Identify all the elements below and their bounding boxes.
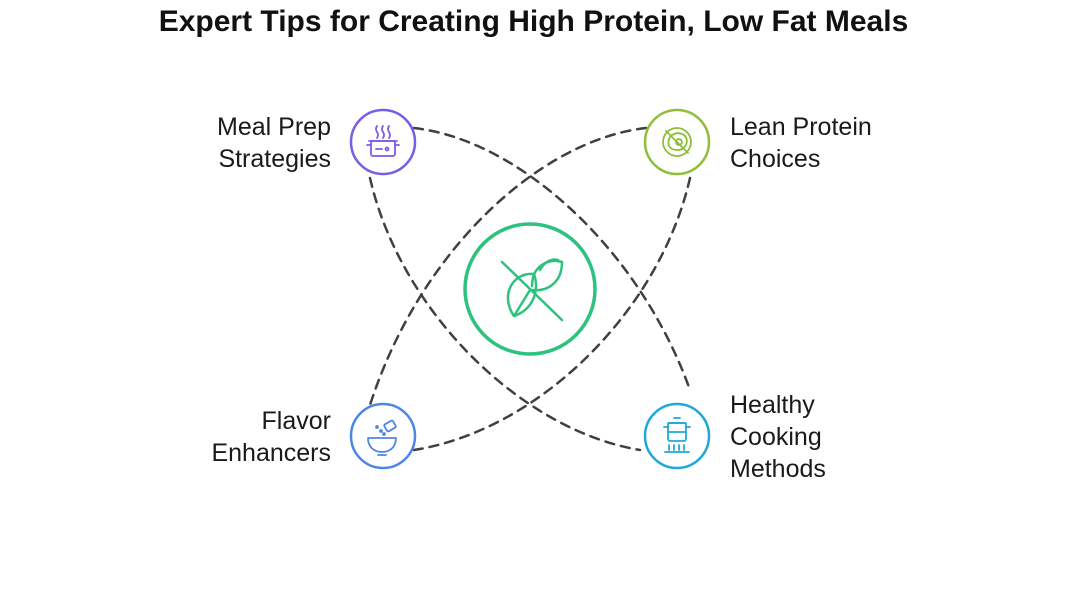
- healthy-cooking-label-line-1: Healthy: [730, 391, 815, 419]
- flavor-enhancers-label-line-2: Enhancers: [211, 439, 331, 467]
- cooking-pot-icon: [366, 125, 400, 157]
- arc-meal-to-healthy-bottom: [368, 176, 642, 452]
- no-fat-meat-icon: [662, 127, 692, 157]
- arc-lean-to-flavor-bottom: [412, 176, 692, 452]
- healthy-cooking-label: Healthy Cooking Methods: [730, 389, 930, 485]
- meal-prep-label: Meal Prep Strategies: [160, 111, 331, 175]
- steamer-icon: [663, 417, 691, 453]
- meal-prep-node: [349, 108, 417, 176]
- flavor-enhancers-label: Flavor Enhancers: [160, 405, 331, 469]
- no-fat-leaf-icon: [500, 258, 564, 322]
- flavor-enhancers-node: [349, 402, 417, 470]
- healthy-cooking-node: [643, 402, 711, 470]
- flavor-enhancers-label-line-1: Flavor: [261, 407, 331, 435]
- seasoning-bowl-icon: [367, 419, 397, 456]
- lean-protein-label-line-1: Lean Protein: [730, 113, 872, 141]
- center-node: [463, 222, 597, 356]
- diagram-title: Expert Tips for Creating High Protein, L…: [158, 5, 909, 38]
- meal-prep-label-line-2: Strategies: [218, 145, 331, 173]
- healthy-cooking-label-line-2: Cooking: [730, 423, 822, 451]
- lean-protein-label-line-2: Choices: [730, 145, 821, 173]
- lean-protein-label: Lean Protein Choices: [730, 111, 950, 175]
- meal-prep-label-line-1: Meal Prep: [217, 113, 331, 141]
- arc-meal-to-healthy-top: [412, 126, 692, 392]
- healthy-cooking-label-line-3: Methods: [730, 455, 826, 483]
- arc-lean-to-flavor-top: [368, 126, 648, 407]
- connector-arcs: [368, 126, 692, 452]
- lean-protein-node: [643, 108, 711, 176]
